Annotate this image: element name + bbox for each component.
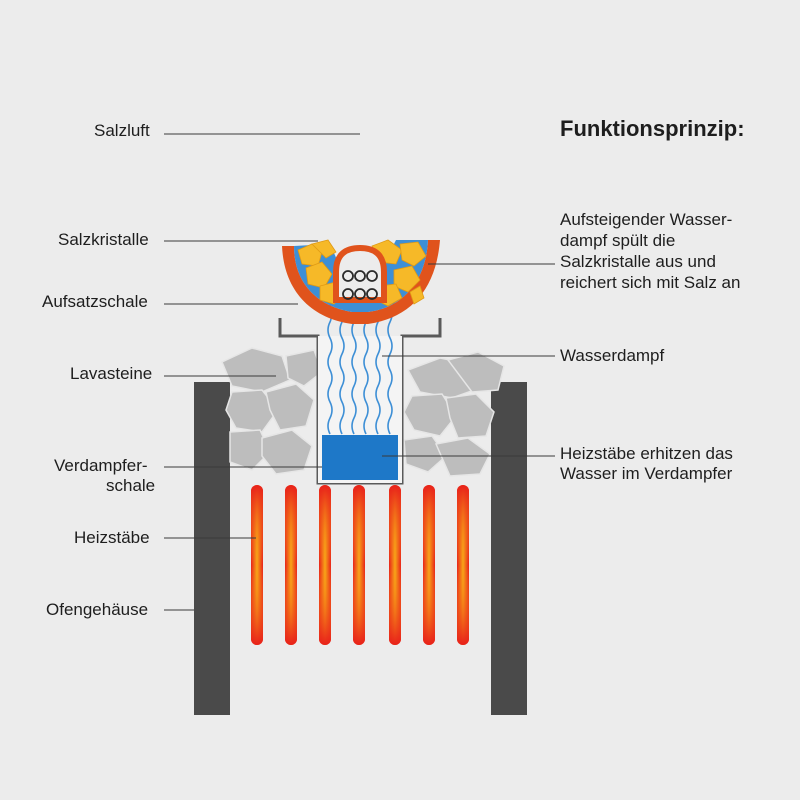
label-heizstaebe: Heizstäbe bbox=[74, 528, 150, 547]
steam-lines bbox=[325, 281, 395, 435]
top-bowl bbox=[282, 240, 440, 324]
oven-housing-right-wall bbox=[491, 382, 527, 715]
label-lavasteine: Lavasteine bbox=[70, 364, 153, 383]
steam-outlet-holes bbox=[342, 270, 378, 300]
diagram-title: Funktionsprinzip: bbox=[560, 116, 745, 141]
label-aufsteigender-line1: Aufsteigender Wasser- bbox=[560, 210, 733, 229]
hot-air-lines bbox=[227, 68, 495, 355]
label-verdampferschale-line2: schale bbox=[106, 476, 156, 495]
leader-lines bbox=[164, 133, 555, 611]
label-aufsatzschale: Aufsatzschale bbox=[42, 292, 148, 311]
label-aufsteigender-line4: reichert sich mit Salz an bbox=[560, 273, 741, 292]
label-heizstaebe-erhitzen-line1: Heizstäbe erhitzen das bbox=[560, 444, 733, 463]
label-wasserdampf: Wasserdampf bbox=[560, 346, 665, 365]
label-aufsteigender-line3: Salzkristalle aus und bbox=[560, 252, 716, 271]
label-heizstaebe-erhitzen-line2: Wasser im Verdampfer bbox=[560, 464, 733, 483]
salt-air-lines bbox=[293, 56, 427, 230]
lava-stones bbox=[221, 347, 505, 477]
bowl-chimney bbox=[333, 244, 387, 303]
label-aufsteigender-line2: dampf spült die bbox=[560, 231, 676, 250]
label-verdampferschale-line1: Verdampfer- bbox=[54, 456, 148, 475]
salt-crystals bbox=[297, 239, 427, 307]
evaporator-water bbox=[322, 435, 398, 480]
oven-housing-left-wall bbox=[194, 382, 230, 715]
heating-rods bbox=[251, 485, 469, 645]
label-salzkristalle: Salzkristalle bbox=[58, 230, 149, 249]
label-salzluft: Salzluft bbox=[94, 121, 150, 140]
label-ofengehaeuse: Ofengehäuse bbox=[46, 600, 149, 619]
